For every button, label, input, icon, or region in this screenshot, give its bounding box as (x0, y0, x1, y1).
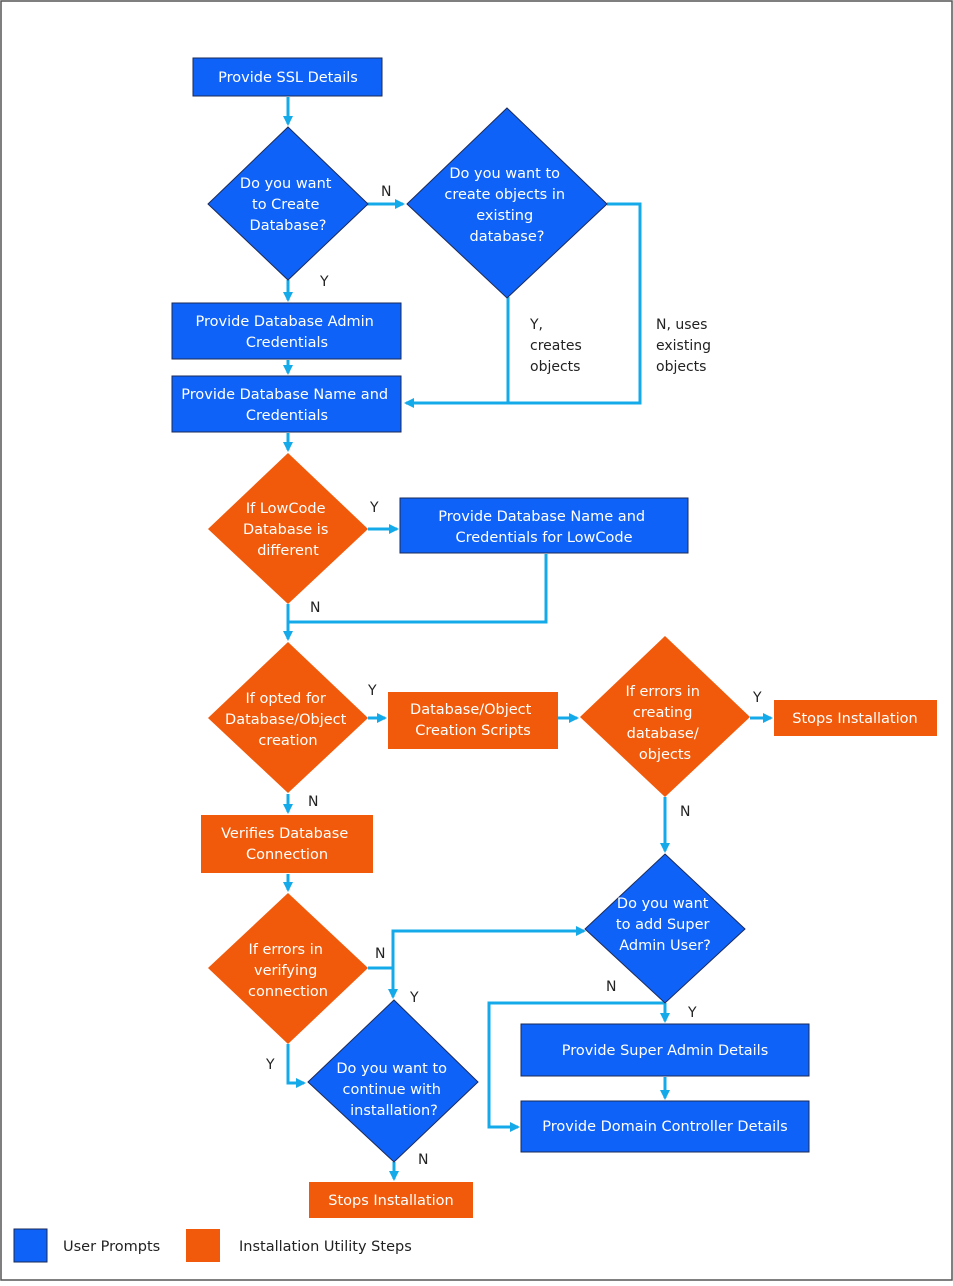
nodes: Provide SSL Details Do you want to Creat… (171, 57, 937, 1218)
edge-labels: N Y Y, creates objects N, uses existing … (265, 184, 762, 1168)
node-provide-ssl-details: Provide SSL Details (192, 57, 383, 97)
edge-verify-no (368, 926, 586, 970)
edge-label-y: Y (367, 683, 377, 699)
node-label: Provide Domain Controller Details (542, 1119, 787, 1135)
legend: User Prompts Installation Utility Steps (13, 1228, 412, 1263)
edge-label-y: Y (319, 274, 329, 290)
edge-label-n: N (381, 184, 391, 200)
node-label: Database/Object Creation Scripts (410, 702, 536, 739)
decision-label: Do you want to Create Database? (240, 176, 336, 234)
decision-opted-for-creation: If opted for Database/Object creation (208, 642, 368, 793)
edge-label-n: N (418, 1152, 428, 1168)
node-provide-super-admin-details: Provide Super Admin Details (520, 1023, 810, 1077)
node-provide-domain-controller-details: Provide Domain Controller Details (520, 1100, 810, 1153)
decision-create-objects: Do you want to create objects in existin… (406, 107, 608, 299)
edge-verify-yes (286, 1044, 306, 1088)
decision-label: If errors in creating database/ objects (625, 684, 704, 763)
node-label: Stops Installation (328, 1193, 453, 1209)
decision-create-database: Do you want to Create Database? (207, 126, 369, 281)
decision-label: Do you want to create objects in existin… (444, 166, 569, 245)
edge-label-n: N (308, 794, 318, 810)
legend-user-prompts-label: User Prompts (63, 1239, 160, 1255)
edge-label-n: N (375, 946, 385, 962)
node-creation-scripts: Database/Object Creation Scripts (388, 692, 558, 749)
edge-lowcode-db-return (288, 554, 548, 624)
edge-super-admin-no (487, 1001, 665, 1132)
node-label: Provide Database Name and Credentials fo… (438, 509, 649, 546)
edge-label-n: N (606, 979, 616, 995)
edge-label-y-creates-objects: Y, creates objects (529, 317, 586, 375)
node-label: Stops Installation (792, 711, 917, 727)
node-provide-db-admin-credentials: Provide Database Admin Credentials (171, 302, 402, 360)
legend-install-steps-swatch (186, 1229, 220, 1262)
edge-label-y: Y (369, 500, 379, 516)
node-provide-db-name-credentials: Provide Database Name and Credentials (171, 375, 402, 433)
edge-label-n: N (310, 600, 320, 616)
legend-install-steps-label: Installation Utility Steps (239, 1239, 412, 1255)
edge-objects-no (508, 202, 642, 405)
edge-label-y: Y (265, 1057, 275, 1073)
decision-label: If LowCode Database is different (243, 501, 333, 559)
node-label: Provide Super Admin Details (562, 1043, 769, 1059)
edge-label-y: Y (687, 1005, 697, 1021)
node-provide-lowcode-db-credentials: Provide Database Name and Credentials fo… (399, 497, 689, 554)
decision-errors-verifying: If errors in verifying connection (208, 893, 368, 1044)
decision-lowcode-different: If LowCode Database is different (208, 453, 368, 604)
decision-label: Do you want to continue with installatio… (336, 1061, 451, 1119)
decision-label: If errors in verifying connection (248, 942, 328, 1000)
decision-errors-creating: If errors in creating database/ objects (580, 636, 750, 797)
connectors (283, 97, 773, 1181)
edge-label-n-uses-existing: N, uses existing objects (656, 317, 715, 375)
node-label: Provide Database Admin Credentials (196, 314, 379, 351)
edge-label-y: Y (752, 690, 762, 706)
node-label: Verifies Database Connection (221, 826, 353, 863)
decision-continue-installation: Do you want to continue with installatio… (307, 999, 479, 1163)
node-verifies-db-connection: Verifies Database Connection (201, 815, 373, 873)
decision-label: Do you want to add Super Admin User? (616, 896, 714, 954)
node-label: Provide Database Name and Credentials (181, 387, 392, 424)
legend-user-prompts-swatch (13, 1228, 48, 1263)
edge-label-n: N (680, 804, 690, 820)
edge-label-y: Y (409, 990, 419, 1006)
decision-label: If opted for Database/Object creation (225, 691, 351, 749)
decision-add-super-admin: Do you want to add Super Admin User? (584, 853, 746, 1004)
node-label: Provide SSL Details (218, 70, 358, 86)
node-stops-installation-1: Stops Installation (774, 700, 937, 736)
node-stops-installation-2: Stops Installation (309, 1182, 473, 1218)
